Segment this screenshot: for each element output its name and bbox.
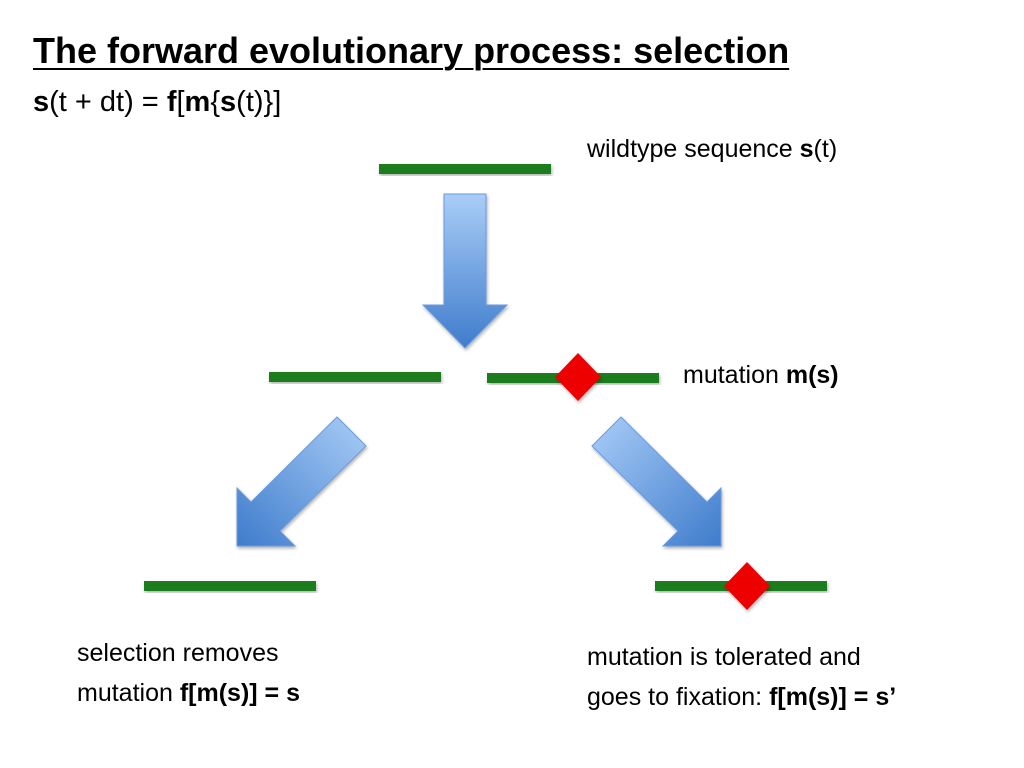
- tolerated-label-line1: mutation is tolerated and: [587, 643, 861, 671]
- mutation-label-bold: m(s): [785, 361, 839, 389]
- formula-m: m: [184, 86, 211, 118]
- arrow-down-left: [236, 416, 367, 547]
- formula-s-inner: s: [220, 86, 237, 118]
- formula-part: (t)}]: [236, 86, 282, 118]
- mutation-label-text: mutation: [683, 361, 786, 389]
- tolerated-label-text: goes to fixation:: [587, 683, 770, 711]
- selection-label-text: mutation: [77, 679, 180, 707]
- slide-title: The forward evolutionary process: select…: [33, 30, 790, 71]
- selection-formula: s(t + dt) = f[m{s(t)}]: [33, 86, 281, 119]
- selection-label-line1: selection removes: [77, 639, 279, 667]
- formula-s: s: [33, 86, 50, 118]
- fixed-mutation-marker: [724, 562, 770, 610]
- wildtype-label-suffix: (t): [813, 135, 838, 163]
- selected-sequence-bar: [269, 372, 441, 382]
- tolerated-label-bold: f[m(s)] = s’: [769, 683, 897, 711]
- selection-label-line2: mutation f[m(s)] = s: [77, 673, 300, 713]
- formula-f: f: [166, 86, 177, 118]
- wildtype-label-text: wildtype sequence: [587, 135, 800, 163]
- wildtype-label-bold: s: [799, 135, 814, 163]
- wildtype-label: wildtype sequence s(t): [587, 129, 837, 169]
- restored-sequence-bar: [144, 581, 316, 591]
- formula-part: {: [210, 86, 221, 118]
- arrow-down-right: [591, 416, 722, 547]
- formula-part: [: [176, 86, 185, 118]
- arrow-down: [421, 193, 509, 349]
- mutation-label: mutation m(s): [683, 355, 839, 395]
- formula-part: (t + dt) =: [49, 86, 167, 118]
- selection-label: selection removes mutation f[m(s)] = s: [77, 633, 300, 713]
- selection-label-bold: f[m(s)] = s: [179, 679, 300, 707]
- wildtype-sequence-bar: [379, 164, 551, 174]
- tolerated-label: mutation is tolerated and goes to fixati…: [587, 637, 896, 717]
- tolerated-label-line2: goes to fixation: f[m(s)] = s’: [587, 677, 896, 717]
- mutation-marker: [555, 353, 601, 401]
